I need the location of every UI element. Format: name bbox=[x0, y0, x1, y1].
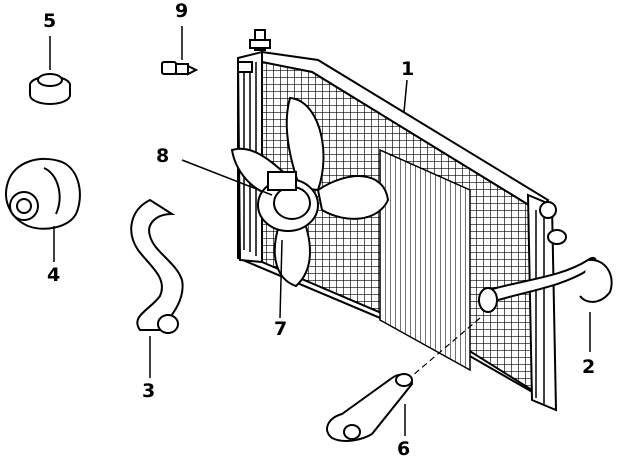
upper-hose bbox=[478, 256, 613, 352]
callout-3: 3 bbox=[142, 380, 156, 402]
temperature-sensor bbox=[161, 26, 199, 76]
callout-5: 5 bbox=[43, 10, 57, 32]
lower-hose bbox=[130, 198, 184, 378]
water-pump bbox=[5, 157, 81, 262]
callout-1: 1 bbox=[401, 58, 415, 80]
callout-6: 6 bbox=[397, 438, 411, 460]
thermostat bbox=[29, 36, 71, 105]
fan-motor bbox=[181, 159, 319, 232]
callout-2: 2 bbox=[582, 356, 596, 378]
callout-4: 4 bbox=[47, 264, 61, 286]
thermostat-housing bbox=[326, 317, 481, 442]
callout-8: 8 bbox=[156, 145, 170, 167]
callout-9: 9 bbox=[175, 0, 189, 22]
callout-7: 7 bbox=[274, 318, 288, 340]
radiator-right-tank bbox=[526, 193, 558, 412]
